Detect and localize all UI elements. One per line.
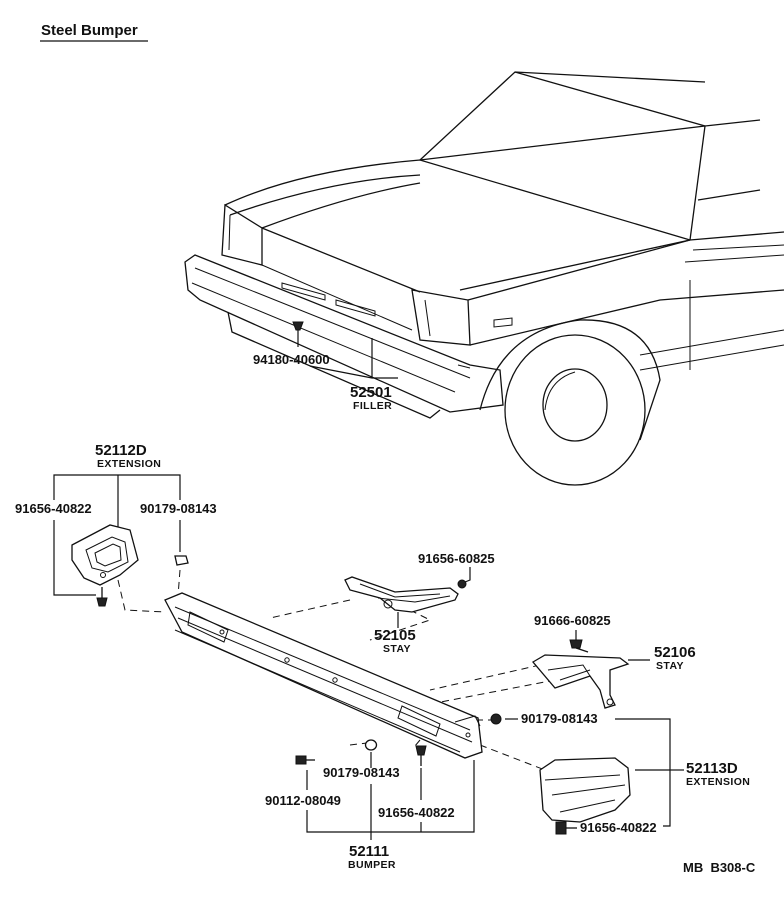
bolt-right-ext-number: 91656-40822 xyxy=(580,820,657,835)
diagram-title: Steel Bumper xyxy=(41,22,138,39)
bumper-bracket xyxy=(306,760,475,833)
nut-left-ext-part xyxy=(174,555,189,566)
nut-left-ext-number: 90179-08143 xyxy=(140,501,217,516)
bolt-left-ext-part xyxy=(96,587,108,607)
stay-left-number: 52105 xyxy=(374,627,416,644)
extension-left-part xyxy=(71,524,139,586)
filler-clip-number: 94180-40600 xyxy=(253,352,330,367)
bolt-bumper-number: 91656-40822 xyxy=(378,805,455,820)
nut-right-ext-number: 90179-08143 xyxy=(521,711,598,726)
extension-left-name: EXTENSION xyxy=(97,458,161,470)
bumper-number: 52111 xyxy=(349,843,389,860)
drawing-code: MB B308-C xyxy=(683,860,756,875)
extension-left-number: 52112D xyxy=(95,442,147,459)
extension-right-name: EXTENSION xyxy=(686,776,750,788)
stay-right-bolt-number: 91666-60825 xyxy=(534,613,611,628)
screw-bumper-part xyxy=(295,755,315,765)
bolt-left-ext-number: 91656-40822 xyxy=(15,501,92,516)
nut-bumper-part xyxy=(364,739,378,751)
bumper-bar-part xyxy=(164,592,483,759)
stay-right-part xyxy=(532,654,630,709)
stay-left-bolt-number: 91656-60825 xyxy=(418,551,495,566)
stay-right-bolt-part xyxy=(569,639,589,653)
extension-right-bracket xyxy=(615,718,671,827)
extension-right-number: 52113D xyxy=(686,760,738,777)
bolt-bumper-part xyxy=(415,745,427,766)
extension-right-part xyxy=(539,757,631,823)
stay-right-name: STAY xyxy=(656,660,684,672)
stay-right-number: 52106 xyxy=(654,644,696,661)
stay-left-name: STAY xyxy=(383,643,411,655)
extension-left-bracket xyxy=(53,474,181,500)
stay-left-part xyxy=(344,576,467,613)
bolt-right-ext-part xyxy=(555,821,577,835)
bumper-name: BUMPER xyxy=(348,859,396,871)
nut-right-ext-part xyxy=(490,713,502,725)
filler-name: FILLER xyxy=(353,400,392,412)
nut-bumper-number: 90179-08143 xyxy=(323,765,400,780)
filler-number: 52501 xyxy=(350,384,392,401)
screw-bumper-number: 90112-08049 xyxy=(265,793,341,808)
vehicle-illustration xyxy=(184,71,784,486)
